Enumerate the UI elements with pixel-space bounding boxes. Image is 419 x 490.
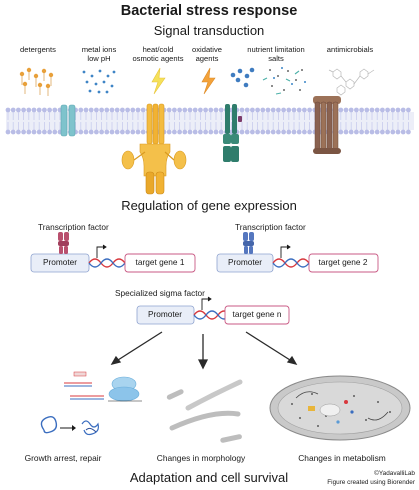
outcome-label-growth-arrest: Growth arrest, repair [24, 453, 102, 463]
gene-box-n [224, 305, 290, 325]
dna-helix-1 [88, 258, 126, 268]
promoter-label-n: Promoter [147, 309, 183, 319]
promoter-label-1: Promoter [42, 257, 78, 267]
transcription-start-arrow-1 [96, 244, 107, 258]
nutrient-icon [230, 67, 255, 88]
section-heading-adaptation: Adaptation and cell survival [129, 470, 289, 485]
sigma-factor-label: Specialized sigma factor [115, 288, 205, 298]
credit-lab: ©YadavalliLab [374, 470, 415, 477]
tf-dimer-blue-icon [243, 232, 254, 254]
gene-label-2: target gene 2 [318, 257, 368, 267]
dna-repair-icon [64, 382, 142, 402]
dna-helix-2 [272, 258, 310, 268]
sensor-receptor [121, 103, 187, 195]
promoter-label-2: Promoter [227, 257, 263, 267]
outcome-label-morphology: Changes in morphology [156, 453, 246, 463]
filament-cells-icon [166, 379, 243, 443]
bacterial-cell-icon [269, 375, 411, 441]
gene-label-1: target gene 1 [135, 257, 185, 267]
dna-condensation-icon [40, 415, 99, 436]
lightning-icon-heat [151, 67, 166, 95]
transcription-factor-label-1: Transcription factor [38, 222, 109, 232]
histidine-kinase [223, 104, 242, 162]
outcome-arrows [110, 331, 298, 370]
metal-ion-icon [82, 69, 116, 94]
tf-dimer-pink-icon [58, 232, 69, 254]
stimulus-label-antimicrobials: antimicrobials [326, 45, 374, 54]
transcription-start-arrow-2 [280, 244, 291, 258]
transcription-start-arrow-n [201, 296, 212, 310]
dna-helix-n [193, 310, 231, 320]
transcription-factor-label-2: Transcription factor [235, 222, 306, 232]
gene-box-1 [124, 253, 196, 273]
lightning-icon-oxidative [201, 67, 216, 95]
section-heading-signal: Signal transduction [153, 23, 265, 38]
antimicrobial-icon [328, 68, 375, 96]
gene-label-n: target gene n [232, 309, 282, 319]
detergent-icon [19, 67, 54, 96]
figure-title: Bacterial stress response [120, 3, 298, 19]
credit-biorender: Figure created using Biorender [327, 479, 415, 486]
ribosome-icon [73, 371, 140, 402]
membrane-channel [60, 104, 76, 137]
outcome-label-metabolism: Changes in metabolism [298, 453, 386, 463]
stimulus-label-detergents: detergents [20, 45, 56, 54]
salt-icon [262, 67, 306, 95]
section-heading-regulation: Regulation of gene expression [121, 198, 297, 213]
gene-box-2 [308, 253, 379, 273]
efflux-pump [313, 96, 341, 154]
